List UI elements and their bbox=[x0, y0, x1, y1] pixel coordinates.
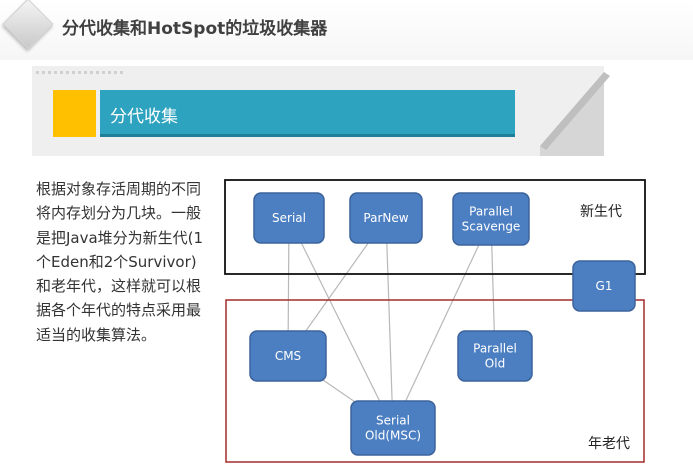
collector-label: Serial bbox=[272, 211, 306, 225]
edge-serial-serial-old bbox=[288, 217, 394, 429]
old-generation-region bbox=[225, 299, 645, 463]
collector-label: Old(MSC) bbox=[365, 429, 421, 443]
title-bar bbox=[0, 0, 693, 60]
section-accent-block bbox=[53, 90, 96, 137]
collector-box bbox=[350, 400, 436, 456]
collector-box bbox=[452, 192, 530, 246]
section-title: 分代收集 bbox=[110, 107, 178, 127]
old-generation-label: 年老代 bbox=[588, 436, 630, 452]
collector-label: G1 bbox=[596, 279, 613, 293]
collector-label: ParNew bbox=[363, 211, 408, 225]
collector-box bbox=[253, 192, 325, 244]
young-generation-label: 新生代 bbox=[580, 204, 622, 220]
edge-parnew-serial-old bbox=[385, 217, 394, 429]
edge-parallel-scavenge-serial-old bbox=[392, 218, 492, 429]
collector-box bbox=[572, 260, 636, 312]
collector-box bbox=[457, 330, 533, 382]
collector-node-g1: G1 bbox=[572, 260, 636, 312]
decorative-dots bbox=[36, 71, 126, 74]
collector-node-serial: Serial bbox=[253, 192, 325, 244]
collector-label: Scavenge bbox=[462, 220, 521, 234]
banner-fold-shape bbox=[540, 72, 610, 156]
description-text: 根据对象存活周期的不同将内存划分为几块。一般是把Java堆分为新生代(1个Ede… bbox=[36, 180, 204, 344]
page-title: 分代收集和HotSpot的垃圾收集器 bbox=[62, 19, 328, 39]
young-generation-region bbox=[224, 179, 646, 275]
collector-node-cms: CMS bbox=[249, 330, 327, 382]
collector-label: Old bbox=[485, 357, 505, 371]
collector-label: Parallel bbox=[473, 342, 517, 356]
collector-label: CMS bbox=[275, 349, 301, 363]
section-title-bar bbox=[100, 90, 515, 137]
collector-box bbox=[249, 330, 327, 382]
collector-node-parnew: ParNew bbox=[349, 192, 423, 244]
collector-label: Serial bbox=[376, 414, 410, 428]
collector-box bbox=[349, 192, 423, 244]
collector-label: Parallel bbox=[469, 205, 513, 219]
